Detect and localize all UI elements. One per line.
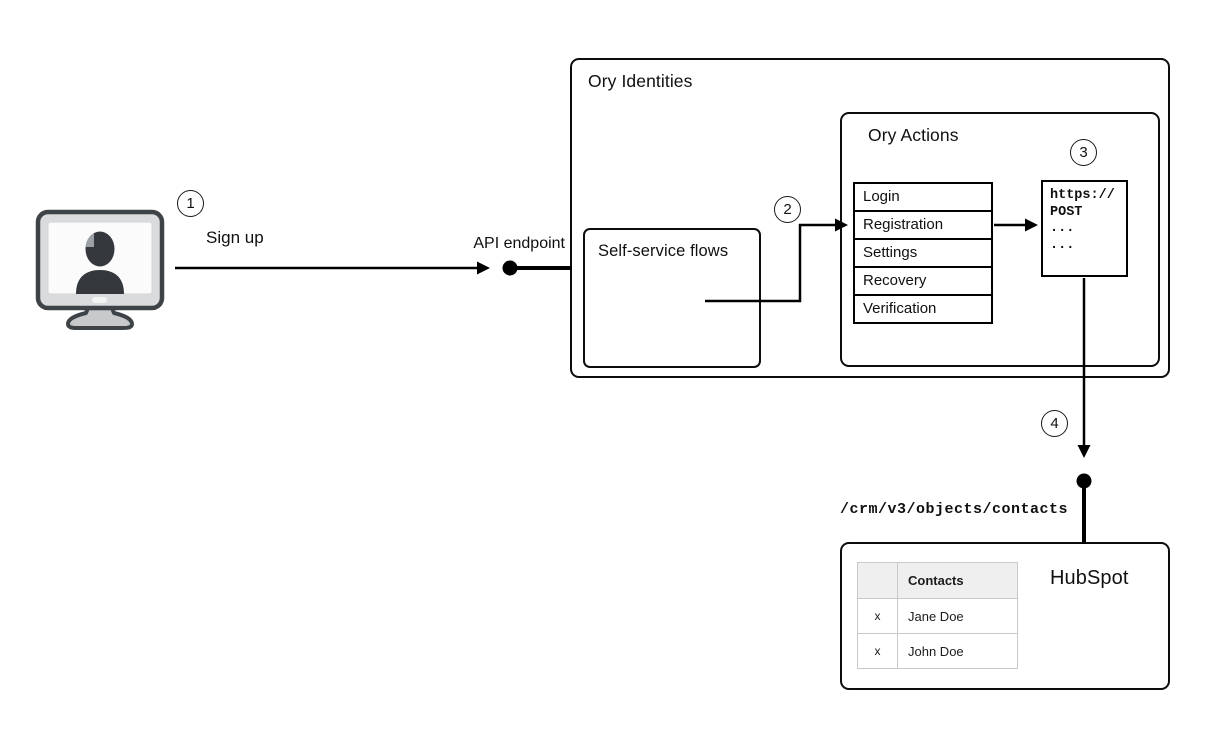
monitor-stand [66,306,134,330]
flow-list: Login Registration Settings Recovery Ver… [853,182,993,324]
flow-item-verification: Verification [853,294,993,324]
step-4-badge: 4 [1041,410,1068,437]
contacts-header-label: Contacts [897,562,1018,599]
contacts-row: x Jane Doe [857,598,1018,634]
contact-action-cell: x [857,633,898,669]
sign-up-label: Sign up [206,228,264,247]
step-2-badge: 2 [774,196,801,223]
code-line-method: POST [1050,204,1083,220]
user-head-highlight [85,231,94,247]
contacts-table: Contacts x Jane Doe x John Doe [857,562,1018,669]
flow-item-registration: Registration [853,210,993,240]
hubspot-arrowhead [1077,445,1091,458]
contact-name-cell: Jane Doe [897,598,1018,634]
self-service-flows-title: Self-service flows [598,242,729,260]
contacts-header-action-cell [857,562,898,599]
step-1-badge: 1 [177,190,204,217]
hubspot-endpoint-path: /crm/v3/objects/contacts [840,501,1069,518]
api-endpoint-label: API endpoint [473,235,565,252]
contact-action-cell: x [857,598,898,634]
contacts-row: x John Doe [857,633,1018,669]
signup-arrowhead [477,261,490,275]
ory-identities-title: Ory Identities [588,71,693,91]
flow-item-settings: Settings [853,238,993,268]
api-endpoint-dot [502,260,518,276]
monitor-button [92,297,107,303]
hubspot-title: HubSpot [1050,567,1129,589]
hubspot-endpoint-dot [1076,473,1092,489]
contact-name-cell: John Doe [897,633,1018,669]
flow-item-login: Login [853,182,993,212]
user-on-monitor-icon [35,209,165,330]
self-service-flows-box: Self-service flows [583,228,761,368]
ory-actions-title: Ory Actions [868,125,959,145]
user-shoulders [76,270,124,294]
code-line-ellipsis-2: ... [1050,237,1075,253]
webhook-request-box: https://POST...... [1041,180,1128,277]
contacts-table-header-row: Contacts [857,562,1018,599]
code-line-ellipsis-1: ... [1050,221,1075,236]
code-line-url: https:// [1050,188,1115,203]
step-3-badge: 3 [1070,139,1097,166]
hubspot-box: HubSpot Contacts x Jane Doe x John Doe [840,542,1170,690]
flow-item-recovery: Recovery [853,266,993,296]
